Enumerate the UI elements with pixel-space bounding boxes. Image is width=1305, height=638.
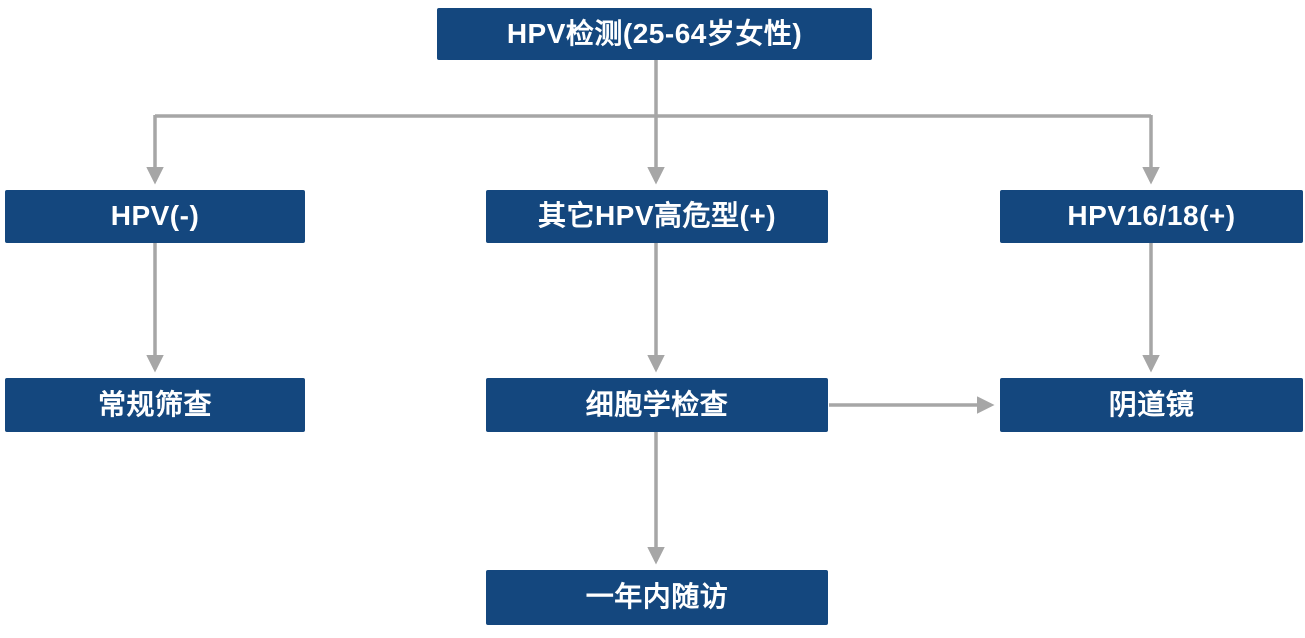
node-one-year-follow-up-label: 一年内随访 xyxy=(585,581,729,613)
node-one-year-follow-up: 一年内随访 xyxy=(486,570,828,625)
node-routine-screening: 常规筛查 xyxy=(5,378,305,432)
node-hpv-test-root-label: HPV检测(25-64岁女性) xyxy=(506,17,803,49)
node-colposcopy: 阴道镜 xyxy=(1000,378,1303,432)
node-hpv16-18-positive: HPV16/18(+) xyxy=(1000,190,1303,243)
node-hpv-test-root: HPV检测(25-64岁女性) xyxy=(437,8,872,60)
node-other-hpv-high-risk-positive: 其它HPV高危型(+) xyxy=(486,190,828,243)
node-cytology-exam: 细胞学检查 xyxy=(486,378,828,432)
node-hpv-negative: HPV(-) xyxy=(5,190,305,243)
node-other-hpv-high-risk-positive-label: 其它HPV高危型(+) xyxy=(537,200,777,232)
node-colposcopy-label: 阴道镜 xyxy=(1108,388,1195,420)
node-hpv-negative-label: HPV(-) xyxy=(110,200,200,232)
node-cytology-exam-label: 细胞学检查 xyxy=(585,388,729,420)
node-hpv16-18-positive-label: HPV16/18(+) xyxy=(1067,200,1236,232)
node-routine-screening-label: 常规筛查 xyxy=(97,388,212,420)
